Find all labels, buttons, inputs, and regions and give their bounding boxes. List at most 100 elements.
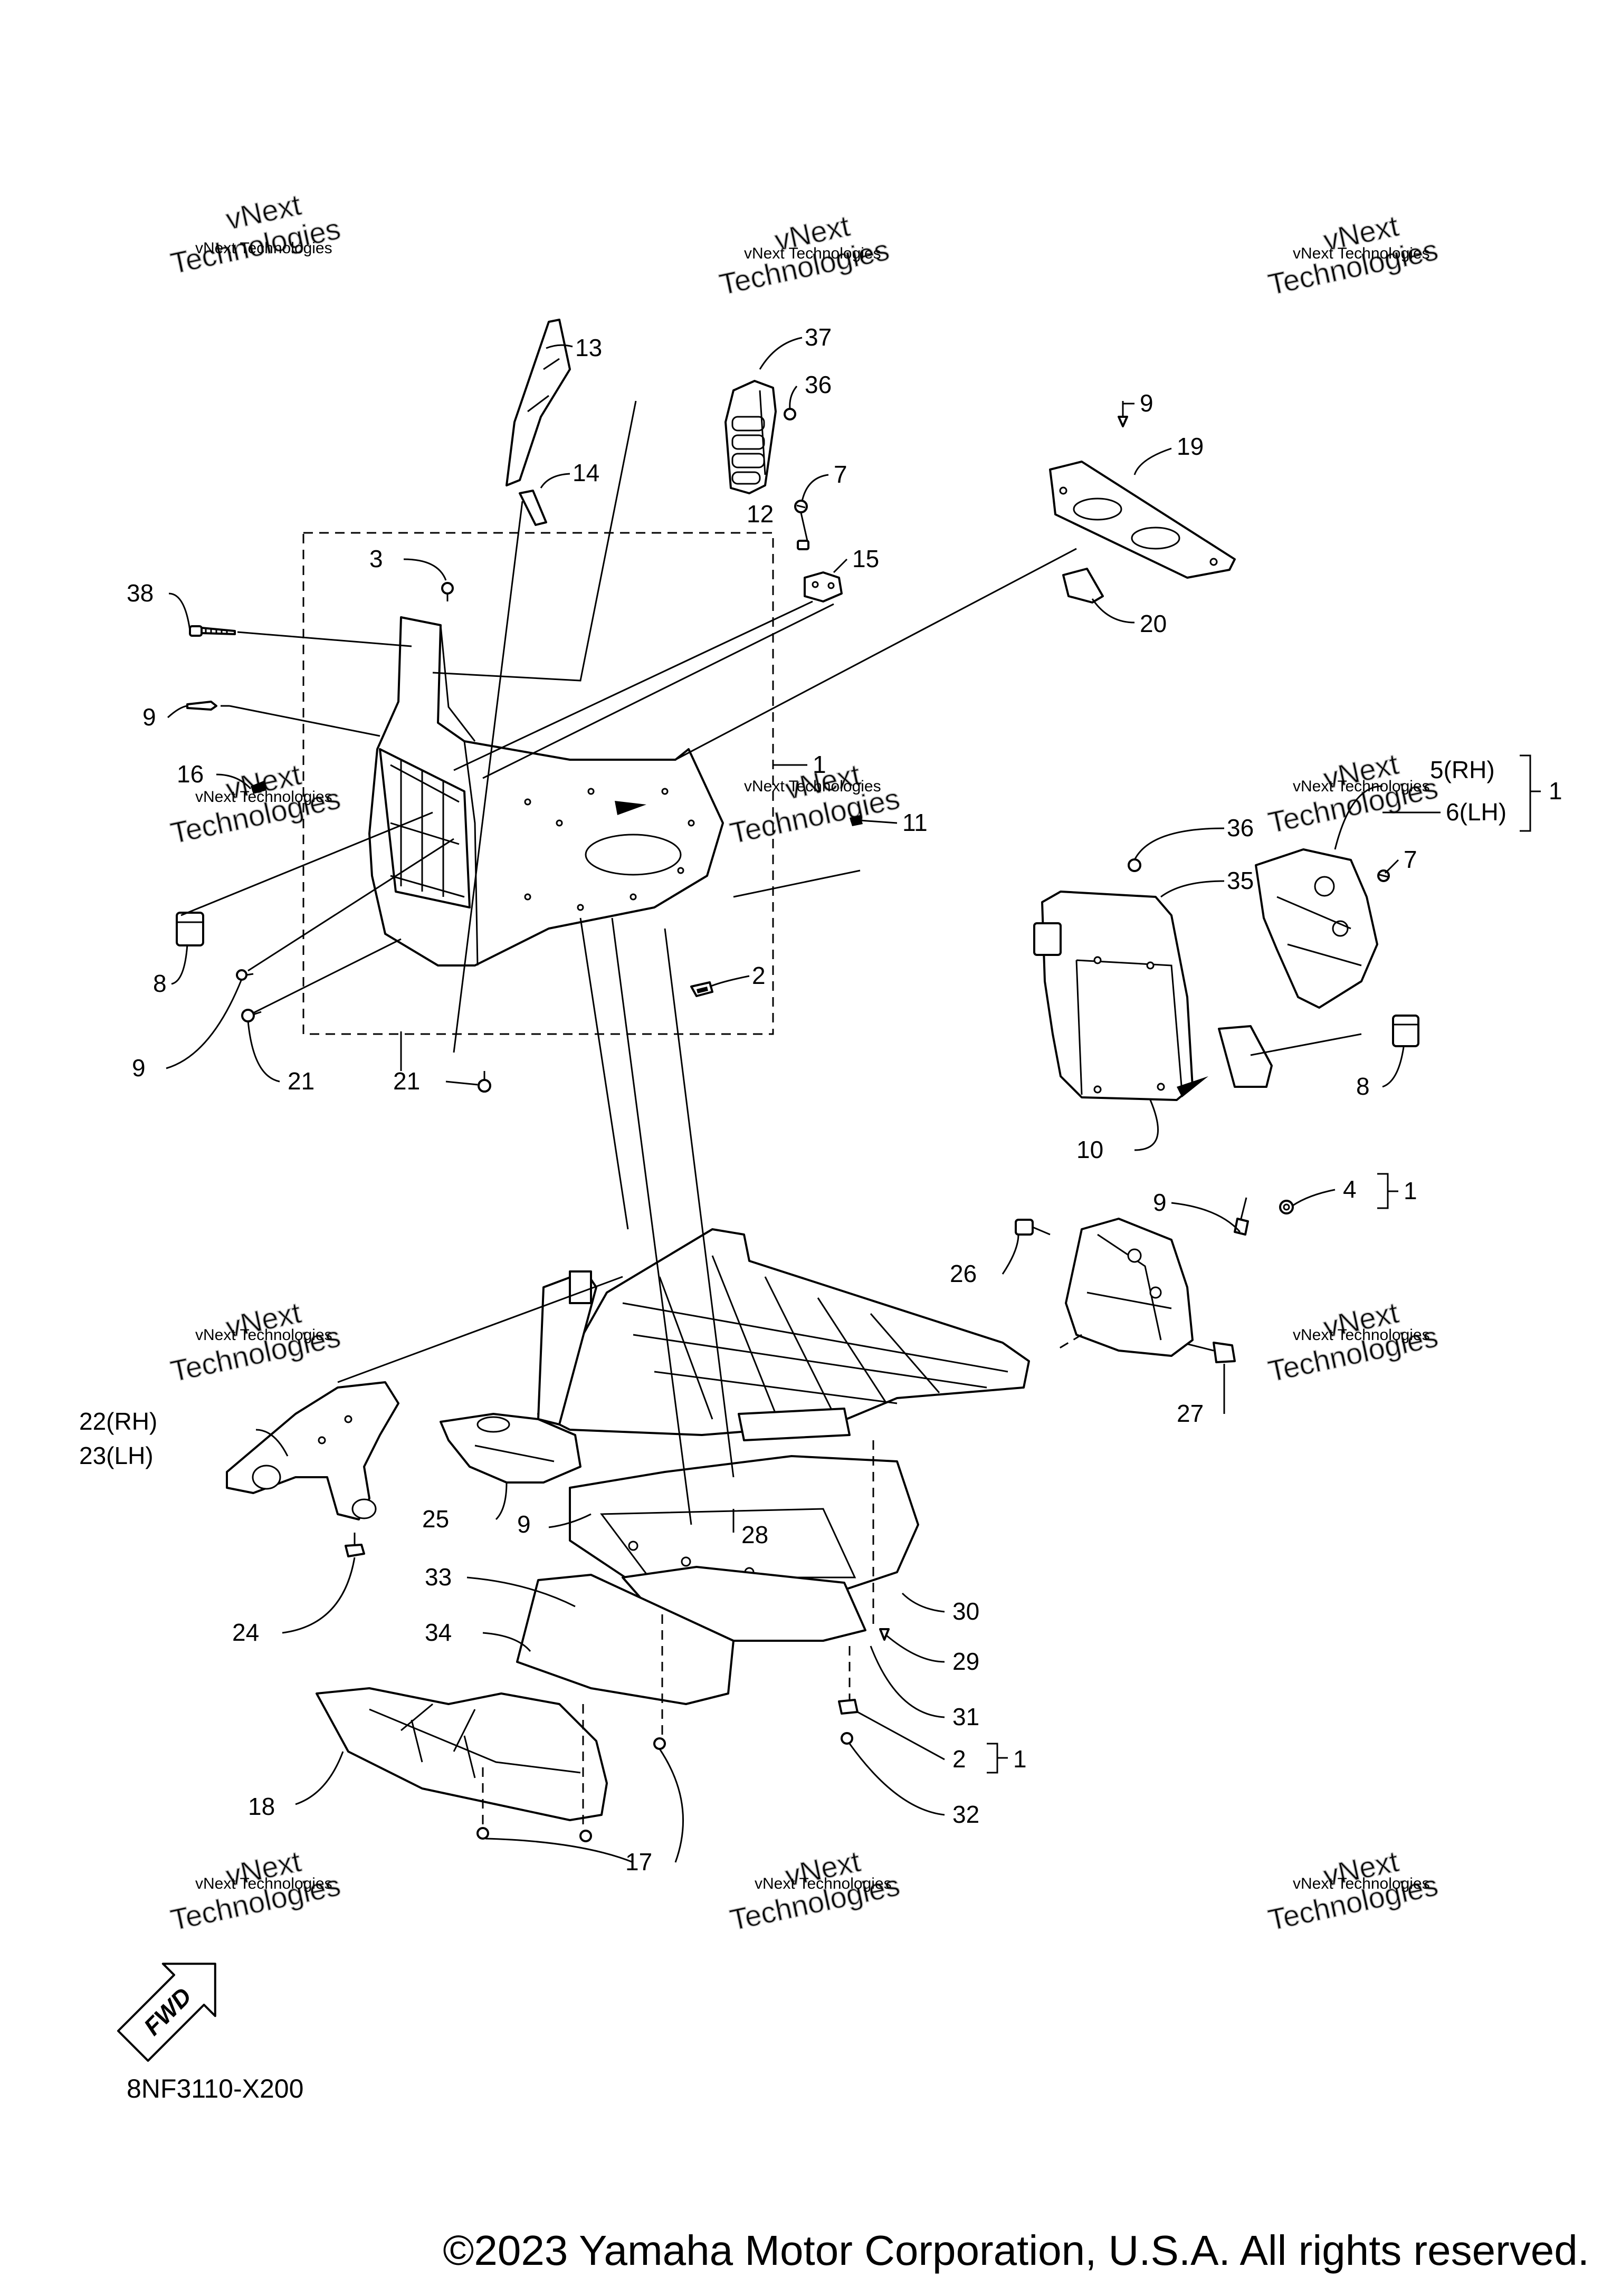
callout-9: 9 [1140, 389, 1153, 417]
part-37-grille [724, 380, 777, 494]
watermark: Technologies vNext vNext Technologies [1265, 747, 1441, 840]
callout-16: 16 [177, 760, 204, 788]
clip-9-top-right [1118, 401, 1128, 427]
callout-38: 38 [127, 579, 154, 607]
callout-31: 31 [952, 1703, 979, 1730]
callout-18: 18 [248, 1793, 275, 1820]
callout-14: 14 [573, 459, 599, 486]
part-15-bracket [804, 571, 843, 602]
part-18-shield [316, 1687, 608, 1821]
watermark: Technologies vNext vNext Technologies [167, 1844, 344, 1937]
part-25-bracket [440, 1413, 581, 1484]
callout-34: 34 [425, 1619, 452, 1646]
callout-8: 8 [153, 970, 167, 997]
watermark-small: vNext Technologies [1293, 245, 1430, 262]
part-1-front-frame [368, 616, 724, 967]
watermark-small: vNext Technologies [195, 1875, 332, 1892]
callout-21: 21 [288, 1067, 314, 1095]
callout-32: 32 [952, 1801, 979, 1828]
callout-5-rh: 5(RH) [1430, 756, 1495, 783]
callout-10: 10 [1076, 1136, 1103, 1163]
watermark: Technologies vNext vNext Technologies [727, 1844, 903, 1937]
watermark-small: vNext Technologies [755, 1875, 892, 1892]
main-chassis-frame [537, 1228, 1030, 1441]
callout-4: 4 [1343, 1175, 1357, 1203]
watermark: Technologies vNext vNext Technologies [167, 187, 344, 281]
callout-2: 2 [752, 962, 766, 989]
callout-11: 11 [902, 809, 928, 836]
leader-lines [166, 337, 1541, 1863]
clip-11 [850, 815, 863, 826]
callout-17: 17 [625, 1848, 652, 1876]
callout-26: 26 [950, 1260, 977, 1287]
callout-36: 36 [1227, 814, 1254, 841]
clip-24 [345, 1533, 365, 1557]
callout-6-lh: 6(LH) [1446, 798, 1506, 826]
callout-37: 37 [805, 323, 832, 351]
callout-36: 36 [805, 371, 832, 398]
callout-2: 2 [952, 1745, 966, 1773]
part-22-23-arm [226, 1381, 399, 1520]
callout-1: 1 [813, 751, 826, 778]
callout-12: 12 [747, 500, 774, 528]
part-14-strip [519, 490, 547, 526]
clip-2-lower [838, 1699, 859, 1715]
callout-9: 9 [142, 703, 156, 731]
callout-9: 9 [517, 1510, 531, 1538]
watermark: Technologies vNext vNext Technologies [1265, 1844, 1441, 1937]
callout-19: 19 [1177, 433, 1204, 460]
callout-13: 13 [575, 334, 602, 361]
watermark-small: vNext Technologies [195, 240, 332, 257]
part-10-box [1033, 891, 1194, 1101]
bolt-27 [1181, 1342, 1236, 1363]
screw-17-b [476, 1827, 489, 1840]
watermark-small: vNext Technologies [1293, 1875, 1430, 1892]
callout-3: 3 [369, 545, 383, 572]
rubber-8-left [176, 912, 204, 946]
assembly-box [302, 532, 807, 1035]
screw-3 [441, 582, 454, 601]
rear-frame-bracket [1065, 1218, 1194, 1357]
callout-24: 24 [232, 1619, 259, 1646]
callout-8: 8 [1356, 1073, 1370, 1100]
clip-16 [251, 781, 266, 794]
watermark-small: vNext Technologies [1293, 1326, 1430, 1344]
callout-25: 25 [422, 1505, 449, 1533]
callout-33: 33 [425, 1563, 452, 1591]
watermark: Technologies vNext vNext Technologies [716, 208, 892, 302]
callout-27: 27 [1177, 1400, 1204, 1427]
screw-17-a [653, 1737, 666, 1750]
clip-9-lower-left [236, 969, 254, 981]
callout-7: 7 [1404, 846, 1417, 873]
watermark-small: vNext Technologies [195, 788, 332, 806]
clip-29 [879, 1628, 890, 1641]
part-19-plate [1049, 461, 1236, 579]
screw-32 [841, 1732, 853, 1745]
screw-17-c [579, 1830, 592, 1842]
callout-21: 21 [393, 1067, 420, 1095]
side-bracket [1177, 1025, 1273, 1097]
callout-15: 15 [852, 545, 879, 572]
screw-21-right [478, 1071, 491, 1093]
callout-23-lh: 23(LH) [79, 1442, 154, 1469]
watermark-small: vNext Technologies [744, 778, 881, 795]
callout-labels: 13 37 36 9 19 14 7 12 3 15 20 38 9 1 16 … [79, 323, 1562, 1876]
bolt-38 [189, 625, 236, 637]
watermark: Technologies vNext vNext Technologies [1265, 208, 1441, 302]
callout-1: 1 [1404, 1177, 1417, 1204]
callout-30: 30 [952, 1597, 979, 1625]
watermark: Technologies vNext vNext Technologies [167, 1295, 344, 1389]
fwd-arrow-icon: FWD [117, 1963, 216, 2062]
nut-7-top [794, 500, 808, 513]
part-13-panel [506, 319, 571, 486]
callout-35: 35 [1227, 867, 1254, 894]
callout-1: 1 [1549, 777, 1562, 805]
clip-2-upper [690, 981, 713, 997]
rubber-8-right [1392, 1015, 1419, 1047]
watermark: Technologies vNext vNext Technologies [1265, 1295, 1441, 1389]
copyright-notice: ©2023 Yamaha Motor Corporation, U.S.A. A… [443, 2227, 1589, 2274]
part-20-bracket [1062, 568, 1104, 604]
callout-1: 1 [1013, 1745, 1027, 1773]
nut-12 [797, 540, 809, 550]
